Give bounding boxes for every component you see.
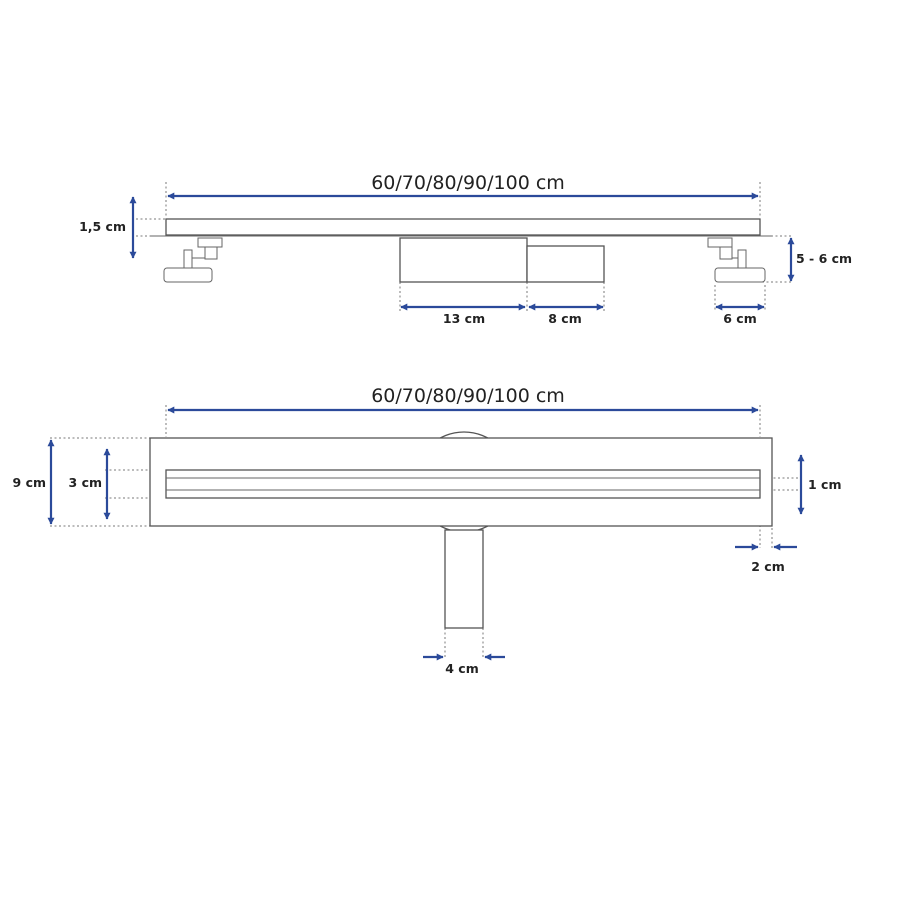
box-width-label: 13 cm <box>443 311 485 326</box>
outlet-width-label: 8 cm <box>548 311 581 326</box>
pipe-width-label: 4 cm <box>445 661 478 676</box>
side-view: 60/70/80/90/100 cm 1,5 cm 5 - 6 cm 13 cm… <box>79 172 852 326</box>
foot-width-label: 6 cm <box>723 311 756 326</box>
grate-bar-side <box>165 218 761 236</box>
side-length-label: 60/70/80/90/100 cm <box>371 172 565 194</box>
grate-top <box>165 469 761 499</box>
top-length-label: 60/70/80/90/100 cm <box>371 385 565 407</box>
outlet-pipe <box>444 529 484 629</box>
end-offset-label: 2 cm <box>751 559 784 574</box>
total-width-label: 9 cm <box>13 475 46 490</box>
slot-label: 1 cm <box>808 477 841 492</box>
height-label: 5 - 6 cm <box>796 251 852 266</box>
channel-box <box>399 237 528 283</box>
outlet-box <box>526 245 605 283</box>
thickness-label: 1,5 cm <box>79 219 126 234</box>
left-foot <box>163 237 223 283</box>
right-foot <box>707 237 766 283</box>
grate-width-label: 3 cm <box>69 475 102 490</box>
top-view: 60/70/80/90/100 cm 9 cm 3 cm 1 cm 2 cm 4… <box>13 385 842 676</box>
